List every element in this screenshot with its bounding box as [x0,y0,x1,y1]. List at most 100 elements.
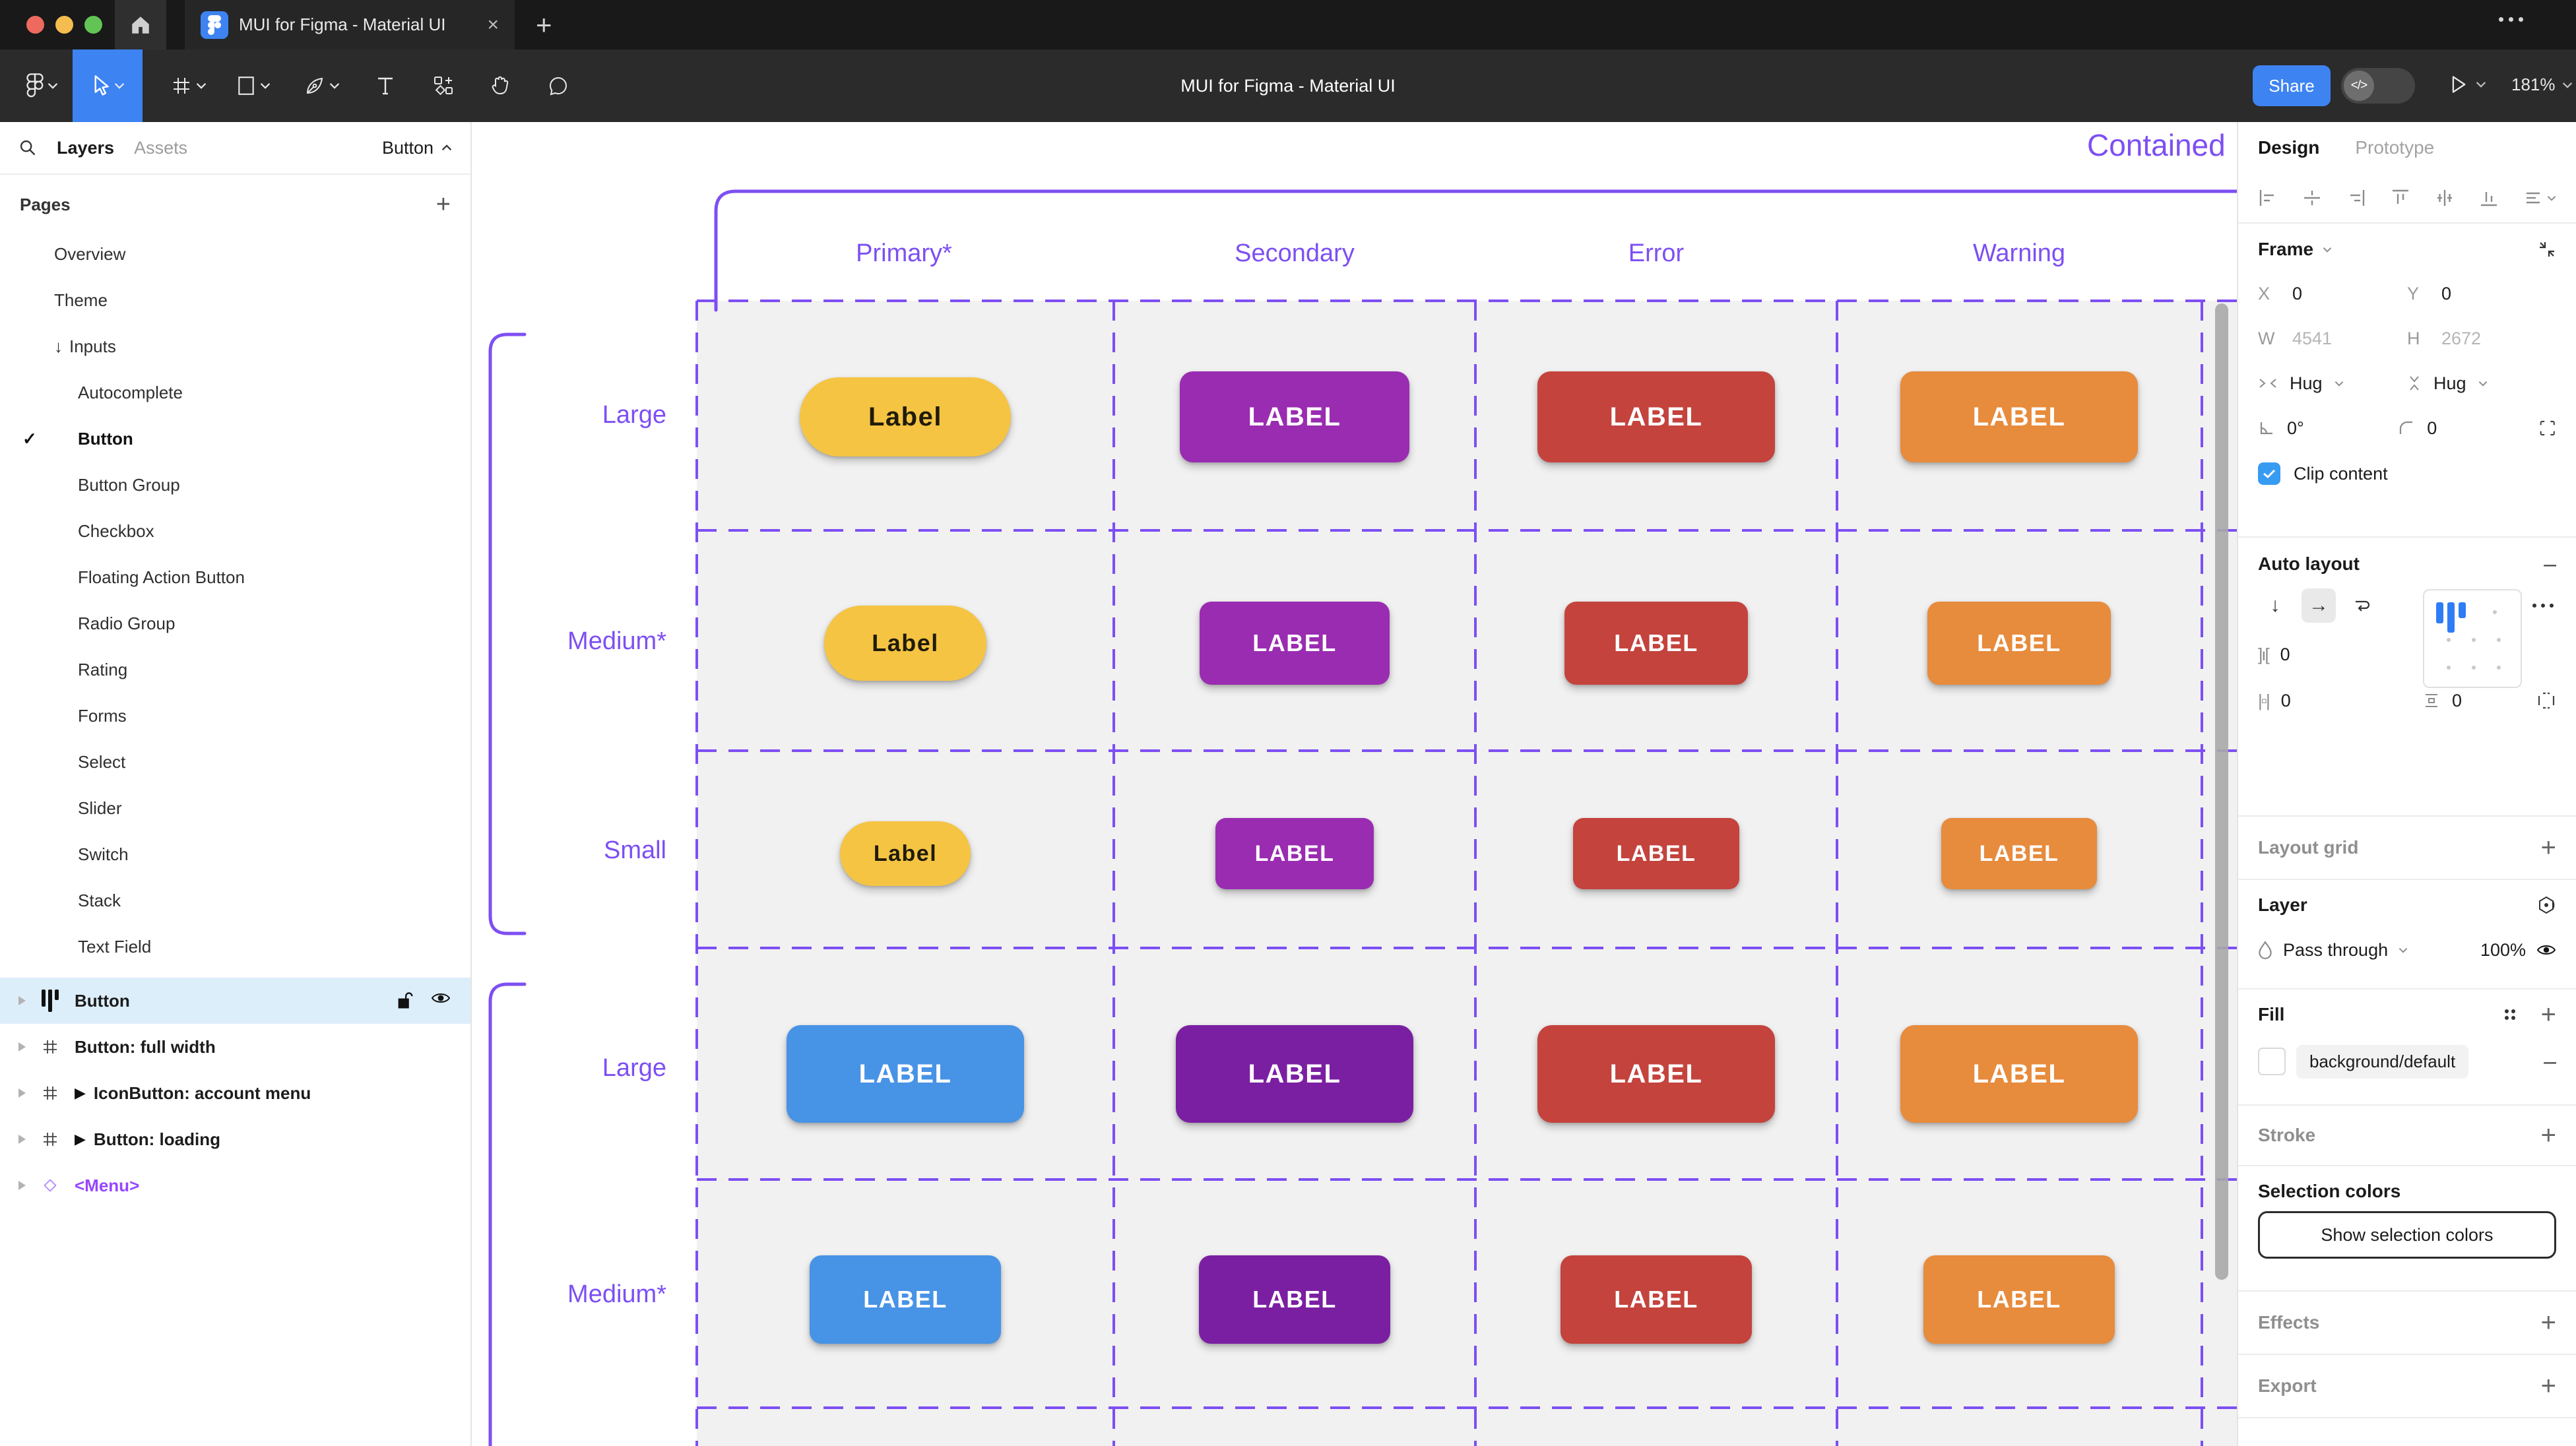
blend-mode-icon[interactable] [2536,895,2556,915]
direction-vertical-button[interactable]: ↓ [2270,594,2280,616]
move-tool-selected[interactable] [73,49,143,122]
window-close-button[interactable] [26,16,44,34]
frame-title-contained[interactable]: Contained [2087,128,2226,162]
collapse-icon[interactable] [2538,240,2556,259]
add-export-button[interactable]: + [2540,1371,2556,1400]
align-top-icon[interactable] [2391,188,2410,208]
page-item-button-group[interactable]: Button Group [78,474,180,495]
button-purple-medium[interactable]: LABEL [1199,1255,1390,1344]
rotation-field[interactable]: 0° [2258,418,2398,439]
column-header-warning[interactable]: Warning [1972,239,2066,267]
button-error-large[interactable]: LABEL [1537,371,1775,462]
page-item-button-current[interactable]: ✓Button [22,428,133,449]
lock-open-icon[interactable] [397,991,414,1011]
vertical-padding-field[interactable]: 0 [2423,691,2462,711]
button-primary-small[interactable]: Label [840,821,971,886]
tab-layers[interactable]: Layers [57,137,115,158]
new-tab-button[interactable]: + [536,9,552,40]
browser-home-tab[interactable] [115,0,166,49]
column-header-secondary[interactable]: Secondary [1235,239,1355,267]
button-blue-medium[interactable]: LABEL [810,1255,1001,1344]
tab-prototype[interactable]: Prototype [2355,137,2435,158]
button-error-medium-2[interactable]: LABEL [1561,1255,1752,1344]
add-layout-grid-button[interactable]: + [2540,833,2556,862]
tab-close-icon[interactable]: × [487,13,499,36]
button-secondary-large[interactable]: LABEL [1180,371,1409,462]
fill-style-chip[interactable]: background/default [2296,1044,2469,1079]
layer-row-iconbutton-account-menu[interactable]: ▶ IconButton: account menu [0,1070,470,1116]
browser-overflow-icon[interactable] [2499,17,2523,22]
row-label-medium[interactable]: Medium* [567,627,666,655]
button-warning-medium-2[interactable]: LABEL [1923,1255,2115,1344]
dev-mode-toggle[interactable]: </> [2341,68,2415,104]
window-minimize-button[interactable] [55,16,73,34]
column-header-primary[interactable]: Primary* [856,239,952,267]
layer-row-button-full-width[interactable]: Button: full width [0,1024,470,1070]
tab-assets[interactable]: Assets [134,137,188,158]
expand-chevron-icon[interactable] [18,996,26,1005]
button-warning-large[interactable]: LABEL [1900,371,2138,462]
page-item-theme[interactable]: Theme [54,290,108,310]
button-warning-medium[interactable]: LABEL [1927,602,2111,685]
fill-color-swatch[interactable] [2258,1048,2286,1075]
page-item-slider[interactable]: Slider [78,798,122,818]
search-icon[interactable] [18,139,37,157]
main-menu-button[interactable] [13,49,71,122]
button-warning-large-2[interactable]: LABEL [1900,1025,2138,1123]
wrap-button[interactable] [2345,588,2379,623]
browser-tab-active[interactable]: MUI for Figma - Material UI × [185,0,515,49]
pen-tool[interactable] [290,49,354,122]
page-item-stack[interactable]: Stack [78,890,121,910]
button-warning-small[interactable]: LABEL [1941,818,2097,889]
page-item-inputs[interactable]: ↓Inputs [54,336,116,356]
comment-tool[interactable] [531,49,586,122]
styles-icon[interactable] [2501,1006,2519,1023]
resources-tool[interactable] [416,49,471,122]
expand-chevron-icon[interactable] [18,1042,26,1052]
button-purple-large[interactable]: LABEL [1176,1025,1413,1123]
show-selection-colors-button[interactable]: Show selection colors [2258,1211,2556,1259]
layer-opacity-value[interactable]: 100% [2480,939,2526,960]
column-header-error[interactable]: Error [1628,239,1685,267]
independent-padding-icon[interactable] [2536,691,2556,710]
align-vertical-center-icon[interactable] [2435,188,2455,208]
horizontal-padding-field[interactable]: |▫| 0 [2258,690,2291,710]
row-label-small[interactable]: Small [603,836,666,864]
eye-icon[interactable] [431,991,451,1005]
page-item-overview[interactable]: Overview [54,243,126,264]
button-secondary-small[interactable]: LABEL [1215,818,1374,889]
button-blue-large[interactable]: LABEL [787,1025,1024,1123]
add-page-button[interactable]: + [435,190,451,218]
row-label-medium-2[interactable]: Medium* [567,1280,666,1308]
page-item-text-field[interactable]: Text Field [78,936,152,957]
clip-content-checkbox[interactable] [2258,462,2280,485]
button-primary-large[interactable]: Label [800,377,1011,456]
layer-row-button-loading[interactable]: ▶ Button: loading [0,1116,470,1162]
expand-chevron-icon[interactable] [18,1181,26,1190]
blend-mode-value[interactable]: Pass through [2283,939,2389,960]
align-bottom-icon[interactable] [2479,188,2499,208]
page-item-forms[interactable]: Forms [78,705,127,726]
layer-row-menu-instance[interactable]: <Menu> [0,1162,470,1209]
layer-row-button[interactable]: Button [0,978,470,1024]
expand-chevron-icon[interactable] [18,1135,26,1144]
remove-auto-layout-button[interactable]: – [2544,551,2556,577]
page-item-autocomplete[interactable]: Autocomplete [78,382,183,402]
hand-tool[interactable] [472,49,528,122]
page-item-switch[interactable]: Switch [78,844,129,864]
window-zoom-button[interactable] [84,16,102,34]
page-item-radio-group[interactable]: Radio Group [78,613,176,633]
auto-layout-more-button[interactable] [2532,604,2554,608]
add-fill-button[interactable]: + [2540,1000,2556,1029]
row-label-large[interactable]: Large [602,401,666,429]
page-item-checkbox[interactable]: Checkbox [78,520,154,541]
align-right-icon[interactable] [2346,188,2366,208]
tab-design[interactable]: Design [2258,137,2320,158]
direction-horizontal-button[interactable]: → [2302,588,2336,623]
corner-radius-field[interactable]: 0 [2398,418,2538,439]
align-horizontal-center-icon[interactable] [2302,188,2322,208]
